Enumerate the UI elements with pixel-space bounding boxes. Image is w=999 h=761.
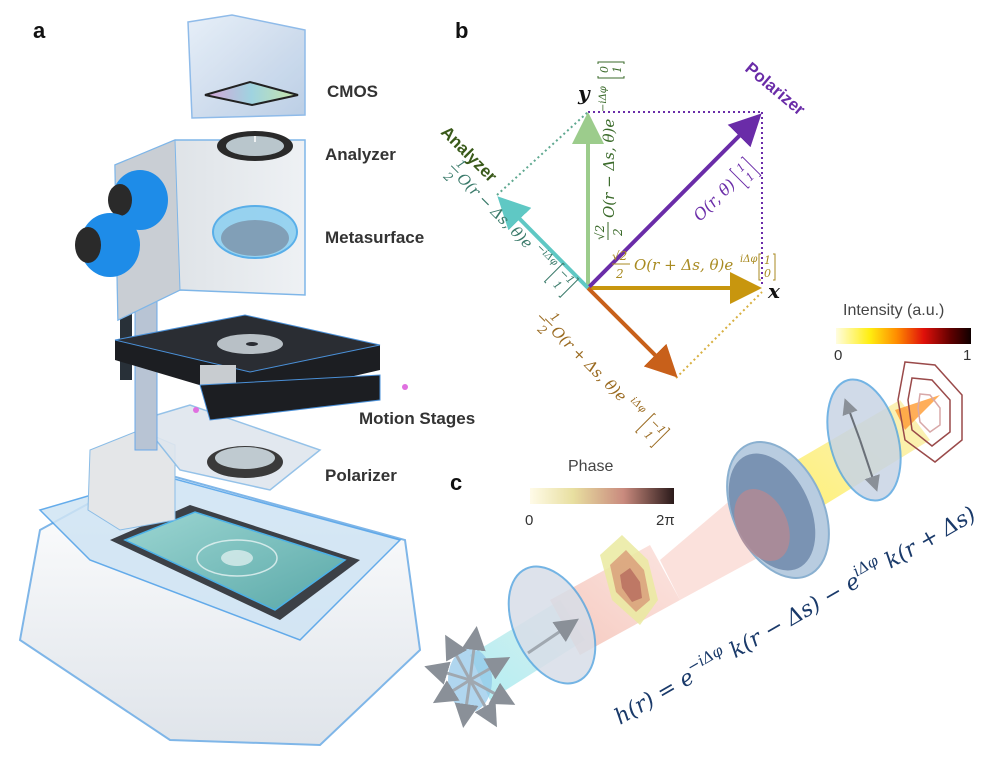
svg-text:√2: √2	[612, 249, 627, 263]
intensity-colorbar-min: 0	[834, 347, 843, 364]
svg-text:0: 0	[598, 66, 611, 73]
microscope-base	[18, 468, 422, 747]
motion-stage	[114, 314, 408, 421]
panel-a-letter: a	[33, 18, 46, 43]
input-polarizer-disk	[507, 565, 597, 685]
phase-mask	[600, 535, 658, 625]
panel-c-letter: c	[450, 470, 463, 495]
y-component-expression: √2 2 O(r − Δs, θ)e −iΔφ 0 1	[593, 61, 625, 240]
svg-text:0: 0	[764, 267, 771, 280]
label-polarizer: Polarizer	[325, 466, 397, 485]
cmos-camera	[187, 14, 306, 119]
guide-analyzer-x	[675, 291, 763, 379]
phase-colorbar-min: 0	[525, 512, 534, 529]
intensity-contours	[897, 361, 963, 463]
panel-b-letter: b	[455, 18, 469, 43]
label-analyzer: Analyzer	[325, 145, 396, 164]
label-metasurface: Metasurface	[325, 228, 425, 247]
svg-text:1: 1	[764, 254, 771, 267]
intensity-colorbar-max: 1	[963, 347, 972, 364]
intensity-colorbar-title: Intensity (a.u.)	[843, 302, 945, 319]
polarizer-plate	[138, 404, 322, 491]
axis-x-label: x	[767, 279, 781, 303]
label-cmos: CMOS	[327, 82, 378, 101]
phase-colorbar	[530, 488, 674, 504]
vector-analyzer-x	[586, 286, 678, 378]
svg-text:1: 1	[611, 66, 624, 73]
svg-text:O(r + Δs, θ)e: O(r + Δs, θ)e	[634, 256, 733, 274]
output-analyzer-disk	[826, 378, 902, 502]
metasurface-lens	[212, 205, 298, 259]
svg-text:iΔφ: iΔφ	[740, 254, 757, 265]
label-motion-stages: Motion Stages	[359, 409, 476, 428]
unpolarized-light-source	[424, 626, 516, 728]
x-component-expression: √2 2 O(r + Δs, θ)e iΔφ 1 0	[612, 249, 776, 281]
metasurface-disk	[726, 441, 830, 579]
guide-analyzer-y	[496, 111, 589, 196]
analyzer-ring	[217, 131, 293, 161]
axis-y-label: y	[577, 81, 591, 105]
svg-text:−iΔφ: −iΔφ	[598, 86, 609, 112]
vector-analyzer-y	[497, 196, 590, 290]
svg-text:√2: √2	[593, 225, 607, 240]
vector-polarizer	[586, 113, 762, 290]
focus-knobs	[75, 170, 168, 277]
phase-colorbar-max: 2π	[656, 512, 675, 529]
phase-colorbar-title: Phase	[568, 458, 614, 475]
intensity-colorbar	[836, 328, 971, 344]
svg-text:2: 2	[615, 267, 624, 281]
svg-text:O(r − Δs, θ)e: O(r − Δs, θ)e	[600, 119, 618, 218]
svg-text:2: 2	[611, 228, 625, 237]
focus-beam	[895, 395, 940, 430]
